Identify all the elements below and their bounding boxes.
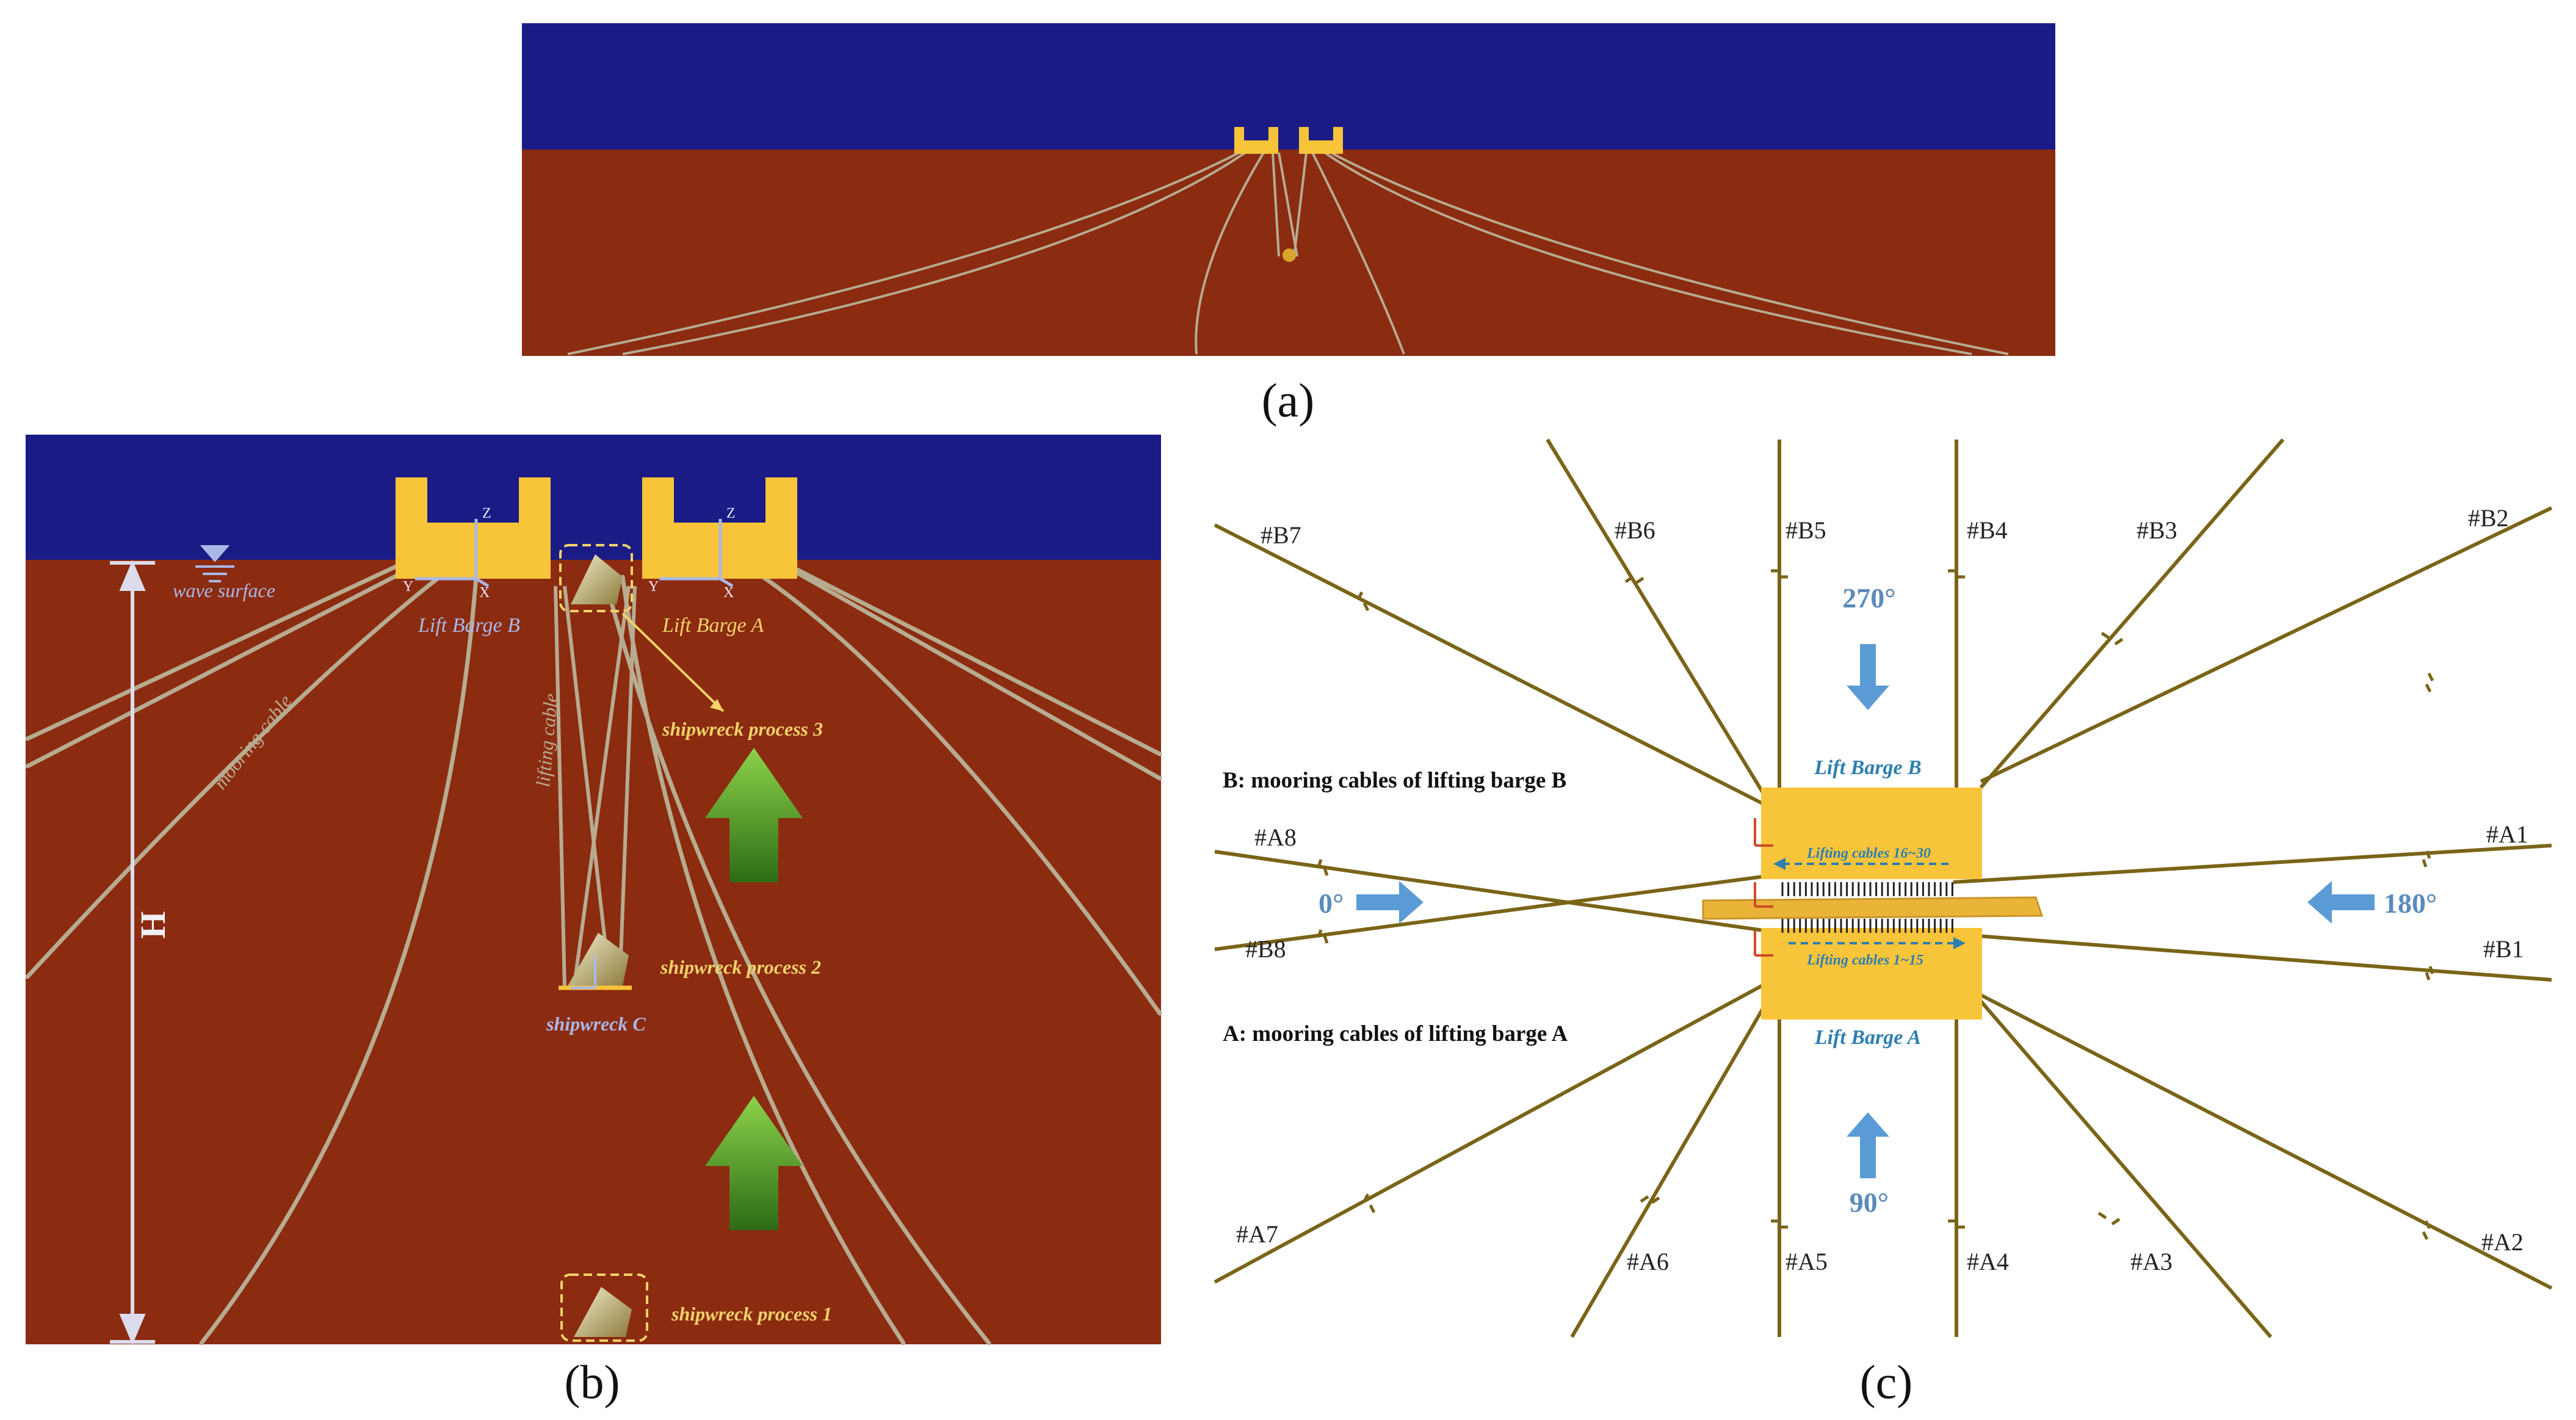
cable-a2 bbox=[1980, 993, 2553, 1290]
cable-label-a2: #A2 bbox=[2481, 1228, 2524, 1256]
process-3-box bbox=[559, 544, 633, 612]
cable-label-a6: #A6 bbox=[1627, 1248, 1669, 1275]
cable-a1 bbox=[1953, 844, 2552, 884]
panel-a-mooring-cables bbox=[567, 151, 2009, 355]
shipwreck-process-3 bbox=[571, 554, 623, 604]
process-1-label: shipwreck process 1 bbox=[671, 1303, 832, 1325]
cable-label-b8: #B8 bbox=[1245, 935, 1286, 963]
lifting-cables-top-head bbox=[1773, 858, 1785, 870]
cable-b7 bbox=[1214, 523, 1768, 808]
process-2-axes bbox=[571, 955, 596, 989]
panel-a-shipwreck bbox=[1283, 248, 1296, 262]
arrow-270 bbox=[1847, 644, 1889, 710]
panel-c-lift-barge-b bbox=[1761, 788, 1982, 879]
barge-b-label-c: Lift Barge B bbox=[1814, 756, 1922, 779]
dir-90-label: 90° bbox=[1850, 1187, 1889, 1218]
lifting-cables-top-label: Lifting cables 16~30 bbox=[1806, 846, 1931, 861]
dir-0-label: 0° bbox=[1319, 888, 1344, 919]
cable-a6 bbox=[1570, 1000, 1769, 1338]
cable-b1 bbox=[1953, 932, 2552, 982]
axis-x-b: X bbox=[479, 585, 490, 601]
lift-arrow-lower bbox=[705, 1096, 803, 1230]
panel-a-barge-a-cover bbox=[1309, 127, 1333, 140]
wave-surface-icon bbox=[195, 545, 234, 582]
cable-label-a4: #A4 bbox=[1967, 1248, 2009, 1275]
panel-a bbox=[522, 23, 2055, 356]
panel-c-lifting-cable-ticks bbox=[1781, 882, 1953, 933]
cable-label-b3: #B3 bbox=[2136, 516, 2177, 544]
dir-270-label: 270° bbox=[1842, 582, 1895, 614]
axis-z-b: Z bbox=[482, 505, 491, 521]
panel-c-lift-barge-a bbox=[1761, 928, 1982, 1020]
cable-break-marks bbox=[1317, 569, 2434, 1241]
axis-y-b: Y bbox=[403, 579, 413, 595]
process-3-label: shipwreck process 3 bbox=[662, 718, 823, 740]
panel-c: Lift Barge B Lift Barge A Lifting cables… bbox=[1214, 438, 2553, 1338]
shipwreck-process-2 bbox=[568, 933, 629, 986]
arrow-90 bbox=[1847, 1112, 1889, 1178]
cable-a8 bbox=[1214, 850, 1768, 933]
cable-label-a1: #A1 bbox=[2486, 820, 2528, 848]
depth-label: H bbox=[133, 911, 173, 938]
cable-label-a5: #A5 bbox=[1785, 1248, 1828, 1275]
wave-surface-label: wave surface bbox=[173, 579, 275, 601]
cable-label-b5: #B5 bbox=[1785, 516, 1826, 544]
cable-label-a8: #A8 bbox=[1254, 824, 1297, 851]
panel-b-mooring-cables bbox=[25, 562, 1162, 1346]
panel-b-lifting-cables bbox=[554, 585, 637, 990]
axis-z-a: Z bbox=[726, 505, 736, 521]
arrow-180 bbox=[2307, 881, 2375, 924]
shipwreck-c-label: shipwreck C bbox=[546, 1013, 646, 1035]
cable-b6 bbox=[1546, 438, 1769, 801]
lifting-cables-bottom-head bbox=[1953, 937, 1966, 949]
legend-b: B: mooring cables of lifting barge B bbox=[1223, 768, 1566, 793]
cable-label-b1: #B1 bbox=[2483, 935, 2524, 963]
cable-b3 bbox=[1979, 438, 2285, 789]
panel-b-axes-barge-b bbox=[415, 519, 490, 588]
panel-b: Z Y X Z Y X wave surface H Lif bbox=[25, 435, 1162, 1346]
arrow-0 bbox=[1356, 881, 1424, 924]
panel-a-lifting-cables bbox=[1272, 152, 1308, 257]
panel-b-sea bbox=[26, 435, 1161, 560]
process-1-box bbox=[560, 1273, 648, 1342]
legend-a: A: mooring cables of lifting barge A bbox=[1223, 1021, 1568, 1046]
barge-a-label-c: Lift Barge A bbox=[1814, 1026, 1921, 1049]
lift-barge-a-label: Lift Barge A bbox=[662, 614, 764, 637]
cable-b2 bbox=[1980, 506, 2553, 783]
panel-c-cables-b bbox=[1214, 438, 2553, 982]
dir-180-label: 180° bbox=[2384, 888, 2437, 919]
cable-label-b2: #B2 bbox=[2468, 504, 2509, 532]
cable-label-a7: #A7 bbox=[1236, 1220, 1278, 1248]
panel-c-shipwreck bbox=[1702, 896, 2044, 920]
cable-label-b7: #B7 bbox=[1261, 521, 1301, 549]
panel-b-lift-barge-b bbox=[396, 477, 551, 579]
cable-label-b4: #B4 bbox=[1967, 516, 2008, 544]
cable-b8 bbox=[1214, 874, 1768, 951]
lift-barge-b-label: Lift Barge B bbox=[418, 614, 520, 637]
cable-a3 bbox=[1979, 1000, 2273, 1338]
panel-c-cables-a bbox=[1214, 844, 2553, 1338]
lift-arrow-upper bbox=[705, 748, 803, 882]
panel-a-sea bbox=[522, 23, 2055, 150]
caption-b: (b) bbox=[565, 1355, 620, 1408]
process-2-label: shipwreck process 2 bbox=[660, 956, 821, 978]
cable-label-a3: #A3 bbox=[2130, 1248, 2173, 1275]
axis-x-a: X bbox=[723, 585, 734, 601]
caption-a: (a) bbox=[1262, 374, 1315, 427]
panel-c-axes bbox=[1754, 818, 1773, 957]
axis-y-a: Y bbox=[648, 579, 659, 595]
shipwreck-process-1 bbox=[574, 1287, 632, 1337]
depth-arrow bbox=[110, 560, 155, 1345]
cable-a7 bbox=[1214, 981, 1768, 1284]
caption-c: (c) bbox=[1860, 1355, 1913, 1408]
panel-b-axes-barge-a bbox=[659, 519, 734, 588]
process-3-pointer bbox=[621, 612, 725, 712]
cable-label-b6: #B6 bbox=[1615, 516, 1655, 544]
lifting-cables-bottom-label: Lifting cables 1~15 bbox=[1806, 952, 1923, 968]
process-3-pointer-head bbox=[710, 699, 723, 711]
panel-a-barge-b-cover bbox=[1244, 127, 1268, 140]
